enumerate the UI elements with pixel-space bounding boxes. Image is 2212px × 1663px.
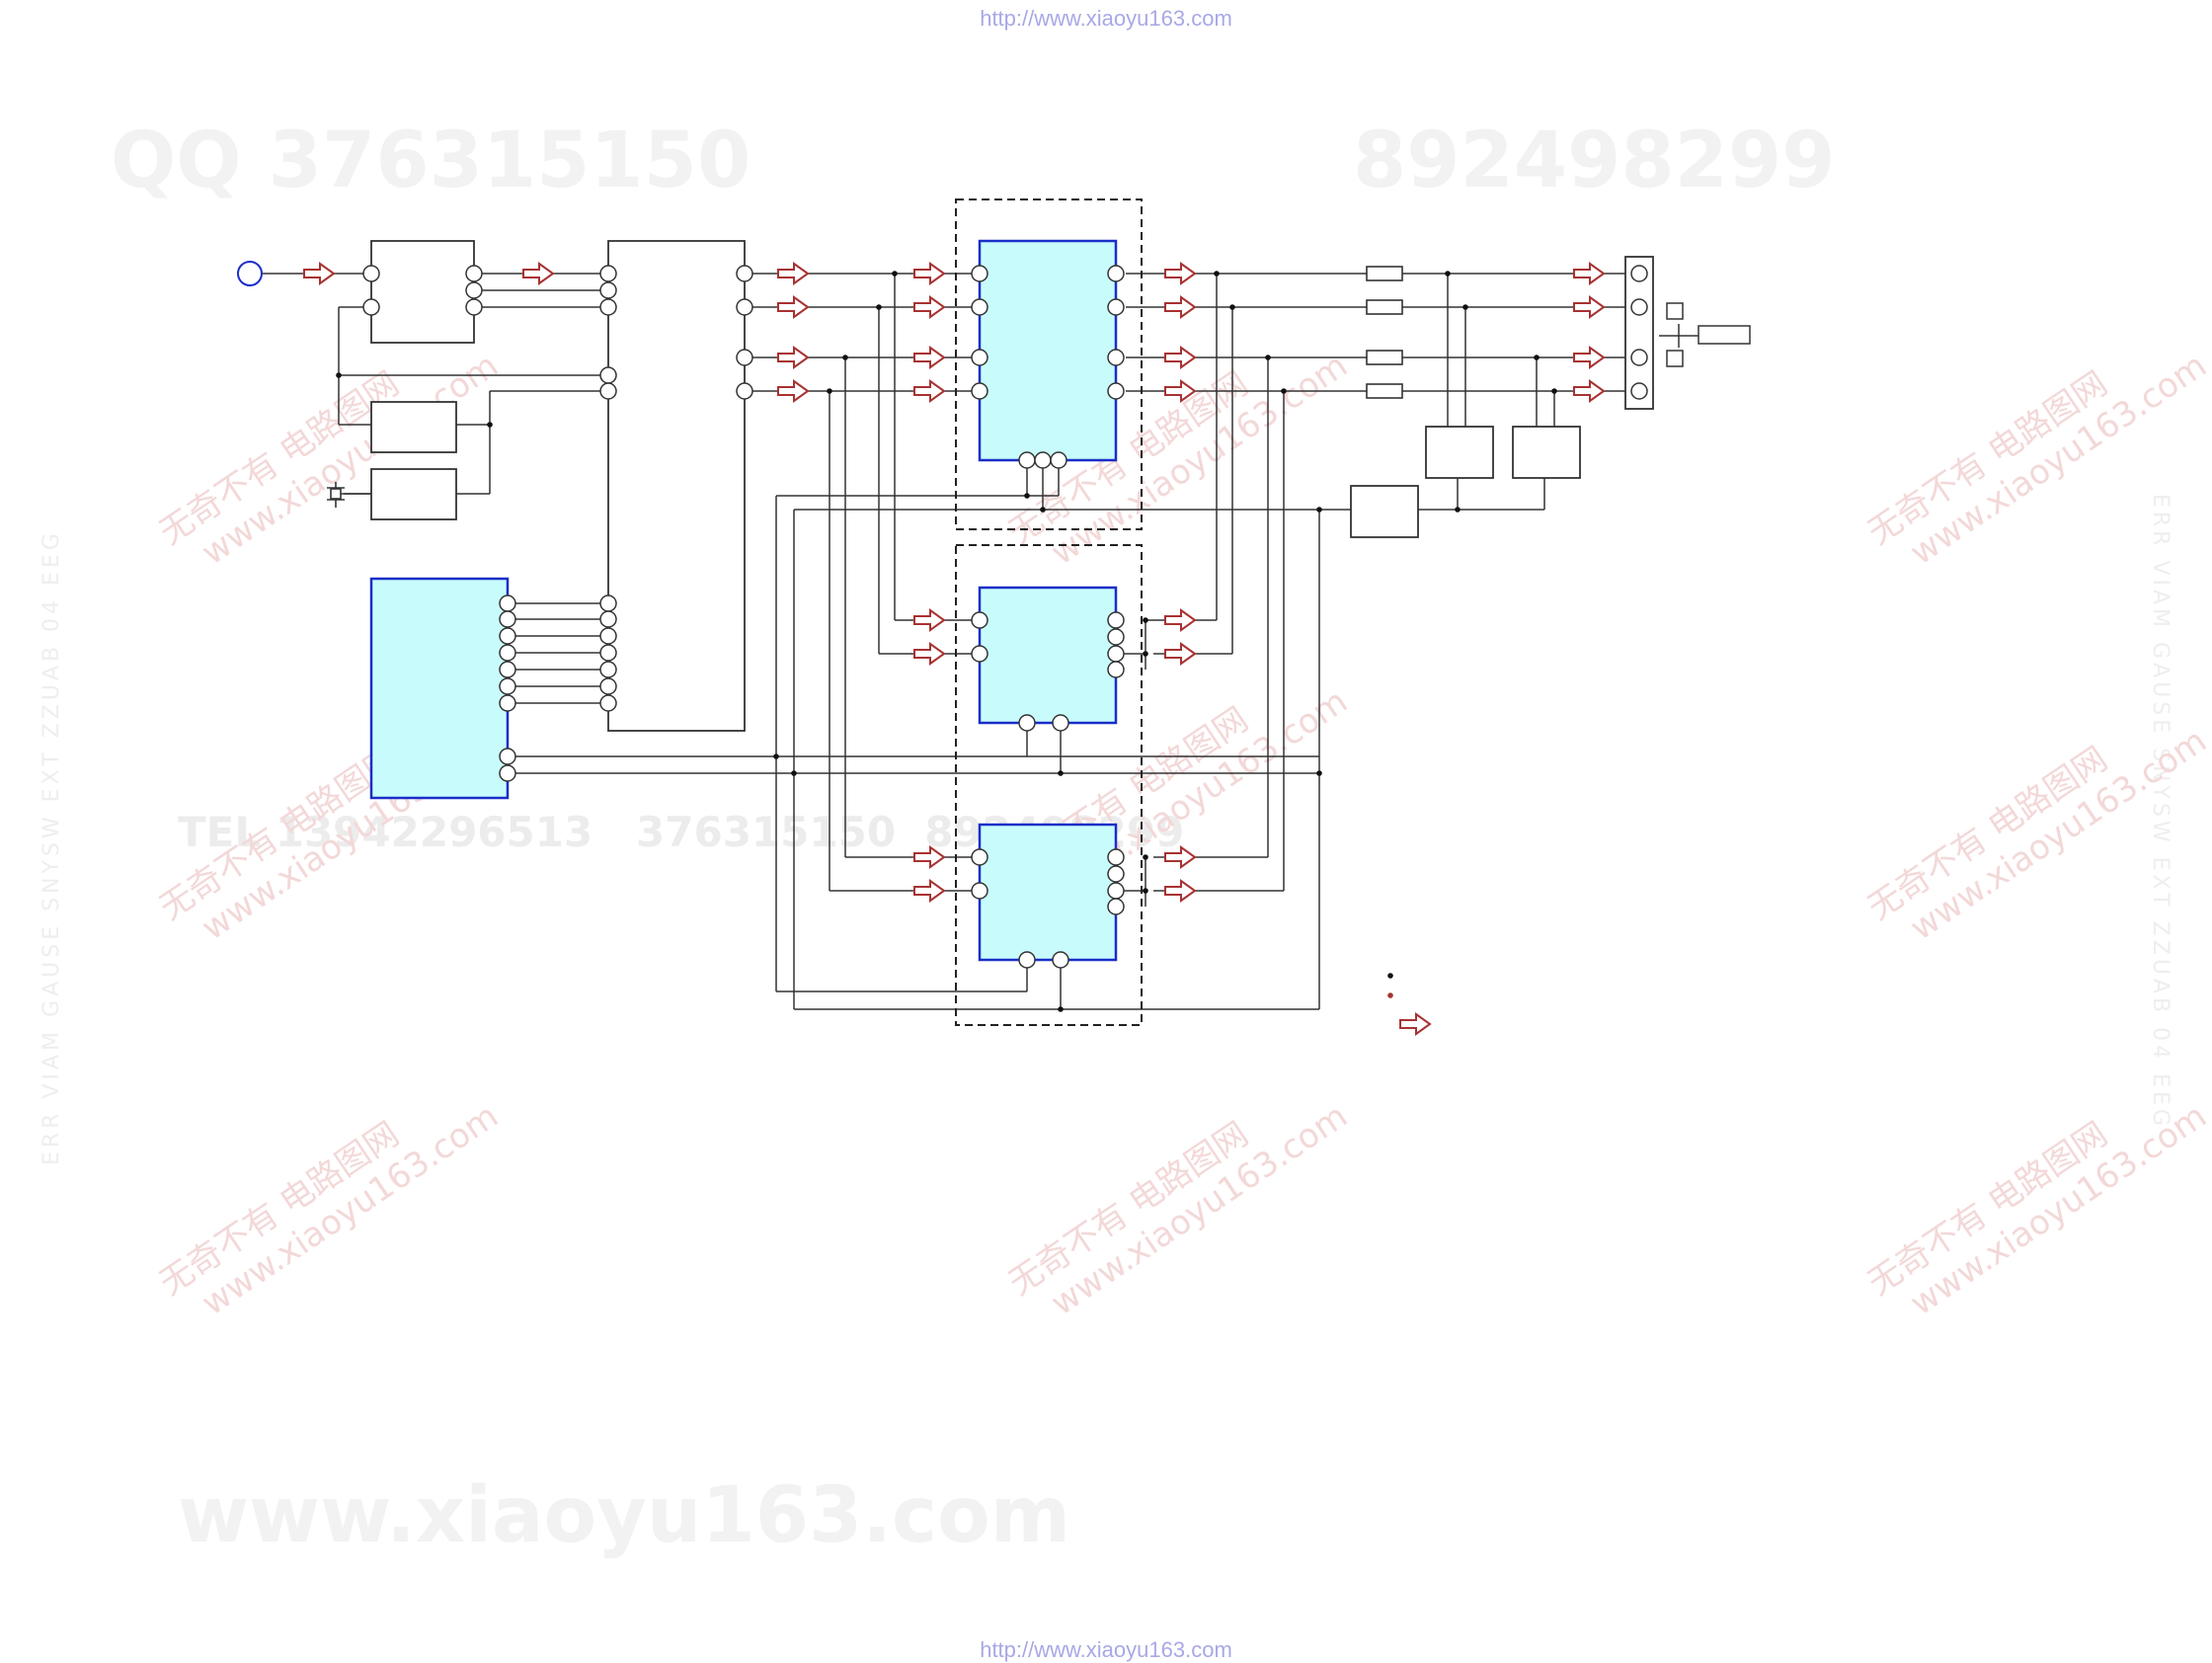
dashed-boundaries [955,198,1143,1026]
crystal-oscillator-icon [327,482,371,508]
footer-url-link[interactable]: http://www.xiaoyu163.com [980,1637,1232,1662]
watermark-numbers: 892498299 [1353,117,1836,205]
block-layer [369,239,1751,962]
junction-dots [336,271,1557,1012]
system-controller-ic [369,577,510,800]
oscillator-block [370,468,457,520]
input-selector-block [370,240,475,344]
dsp-audio-processor-block [607,240,746,732]
resistor [1366,383,1403,399]
legend-signal-arrow [1399,1013,1431,1035]
resistor [1366,350,1403,365]
watermark-qq: QQ 376315150 [111,117,751,205]
headphone-label-box [1698,325,1751,345]
switch-box-bottom [1666,350,1684,367]
relay-driver-block [1350,485,1419,538]
circle-jack-icon [237,261,263,286]
wire-layer [262,273,1702,1010]
protect-block-left [1425,426,1494,479]
power-amp-ic-surround [978,823,1118,962]
header-url-link[interactable]: http://www.xiaoyu163.com [980,6,1232,31]
clock-block [370,401,457,453]
watermark-www: www.xiaoyu163.com [178,1471,1071,1560]
resistor [1366,299,1403,315]
switch-box-top [1666,302,1684,320]
resistor-layer [1366,266,1403,399]
power-amp-ic-front [978,239,1118,462]
power-amp-ic-center [978,586,1118,725]
protect-block-right [1512,426,1581,479]
resistor [1366,266,1403,281]
